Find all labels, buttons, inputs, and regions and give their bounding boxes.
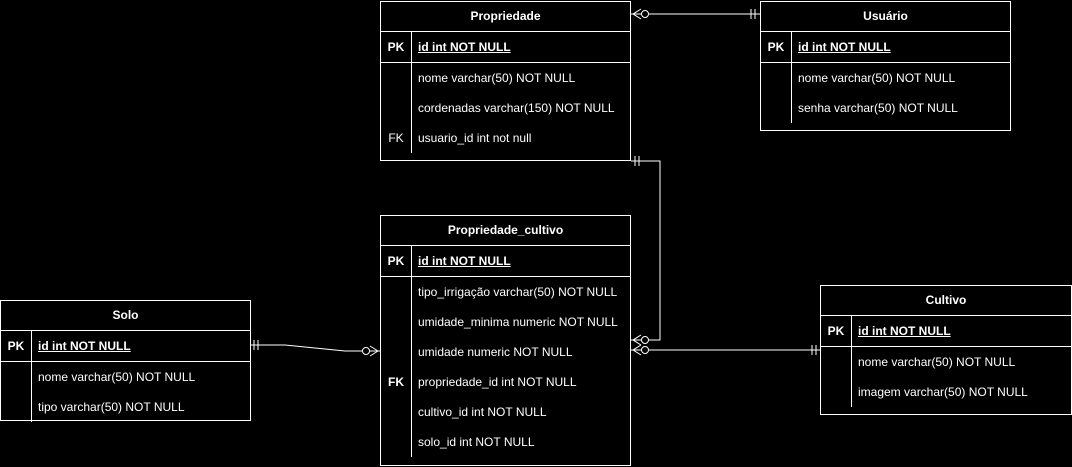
column-divider [31,362,32,422]
key-label: FK [388,131,404,145]
column-divider [411,246,412,276]
fields-section: nome varchar(50) NOT NULL cordenadas var… [381,63,630,153]
table-row[interactable]: FK propriedade_id int NOT NULL [381,367,630,397]
table-row[interactable]: tipo varchar(50) NOT NULL [1,392,250,422]
field-text: nome varchar(50) NOT NULL [38,370,196,384]
table-row[interactable]: nome varchar(50) NOT NULL [821,347,1071,377]
field-text: id int NOT NULL [418,40,511,54]
field-text: cultivo_id int NOT NULL [418,405,547,419]
field-text: id int NOT NULL [798,40,891,54]
field-text: id int NOT NULL [418,254,511,268]
pk-section: PK id int NOT NULL [381,32,630,63]
column-divider [851,347,852,407]
field-text: id int NOT NULL [38,339,131,353]
table-title: Usuário [761,2,1010,32]
column-divider [791,32,792,62]
table-row[interactable]: cultivo_id int NOT NULL [381,397,630,427]
table-row[interactable]: nome varchar(50) NOT NULL [381,63,630,93]
column-divider [411,63,412,153]
table-row[interactable]: tipo_irrigação varchar(50) NOT NULL [381,277,630,307]
table-row[interactable]: PK id int NOT NULL [761,32,1010,62]
table-row[interactable]: PK id int NOT NULL [381,246,630,276]
pk-section: PK id int NOT NULL [381,246,630,277]
field-text: tipo_irrigação varchar(50) NOT NULL [418,285,618,299]
table-propriedade[interactable]: Propriedade PK id int NOT NULL nome varc… [380,1,631,161]
pk-section: PK id int NOT NULL [1,331,250,362]
field-text: cordenadas varchar(150) NOT NULL [418,101,615,115]
fields-section: nome varchar(50) NOT NULL imagem varchar… [821,347,1071,407]
table-cultivo[interactable]: Cultivo PK id int NOT NULL nome varchar(… [820,285,1072,415]
pk-section: PK id int NOT NULL [821,316,1071,347]
key-label: PK [767,40,785,54]
table-row[interactable]: PK id int NOT NULL [381,32,630,62]
key-label: PK [7,339,25,353]
field-text: umidade numeric NOT NULL [418,345,573,359]
pk-section: PK id int NOT NULL [761,32,1010,63]
table-title: Cultivo [821,286,1071,316]
field-text: imagem varchar(50) NOT NULL [858,385,1028,399]
table-row[interactable]: solo_id int NOT NULL [381,427,630,457]
field-text: propriedade_id int NOT NULL [418,375,577,389]
field-text: usuario_id int not null [418,131,532,145]
key-label: FK [388,375,404,389]
table-propriedade-cultivo[interactable]: Propriedade_cultivo PK id int NOT NULL t… [380,215,631,466]
table-row[interactable]: nome varchar(50) NOT NULL [1,362,250,392]
table-row[interactable]: umidade_minima numeric NOT NULL [381,307,630,337]
fields-section: tipo_irrigação varchar(50) NOT NULL umid… [381,277,630,457]
key-label: PK [827,324,845,338]
rel-propriedade-usuario [631,9,760,19]
column-divider [411,277,412,457]
table-row[interactable]: imagem varchar(50) NOT NULL [821,377,1071,407]
fields-section: nome varchar(50) NOT NULL tipo varchar(5… [1,362,250,422]
table-title: Solo [1,301,250,331]
table-row[interactable]: PK id int NOT NULL [821,316,1071,346]
column-divider [31,331,32,361]
column-divider [791,63,792,123]
rel-solo-propriedade-cultivo [250,340,380,356]
table-usuario[interactable]: Usuário PK id int NOT NULL nome varchar(… [760,1,1011,131]
field-text: nome varchar(50) NOT NULL [418,71,576,85]
field-text: solo_id int NOT NULL [418,435,535,449]
field-text: tipo varchar(50) NOT NULL [38,400,185,414]
table-row[interactable]: PK id int NOT NULL [1,331,250,361]
field-text: nome varchar(50) NOT NULL [798,71,956,85]
fields-section: nome varchar(50) NOT NULL senha varchar(… [761,63,1010,123]
table-row[interactable]: cordenadas varchar(150) NOT NULL [381,93,630,123]
table-title: Propriedade_cultivo [381,216,630,246]
field-text: umidade_minima numeric NOT NULL [418,315,618,329]
table-row[interactable]: FK usuario_id int not null [381,123,630,153]
field-text: id int NOT NULL [858,324,951,338]
key-label: PK [387,254,405,268]
field-text: nome varchar(50) NOT NULL [858,355,1016,369]
column-divider [411,32,412,62]
field-text: senha varchar(50) NOT NULL [798,101,958,115]
table-row[interactable]: umidade numeric NOT NULL [381,337,630,367]
rel-cultivo-propriedade-cultivo [631,345,820,355]
key-label: PK [387,40,405,54]
table-solo[interactable]: Solo PK id int NOT NULL nome varchar(50)… [0,300,251,422]
table-row[interactable]: nome varchar(50) NOT NULL [761,63,1010,93]
table-row[interactable]: senha varchar(50) NOT NULL [761,93,1010,123]
rel-propriedade-propriedade-cultivo [631,156,660,345]
table-title: Propriedade [381,2,630,32]
column-divider [851,316,852,346]
